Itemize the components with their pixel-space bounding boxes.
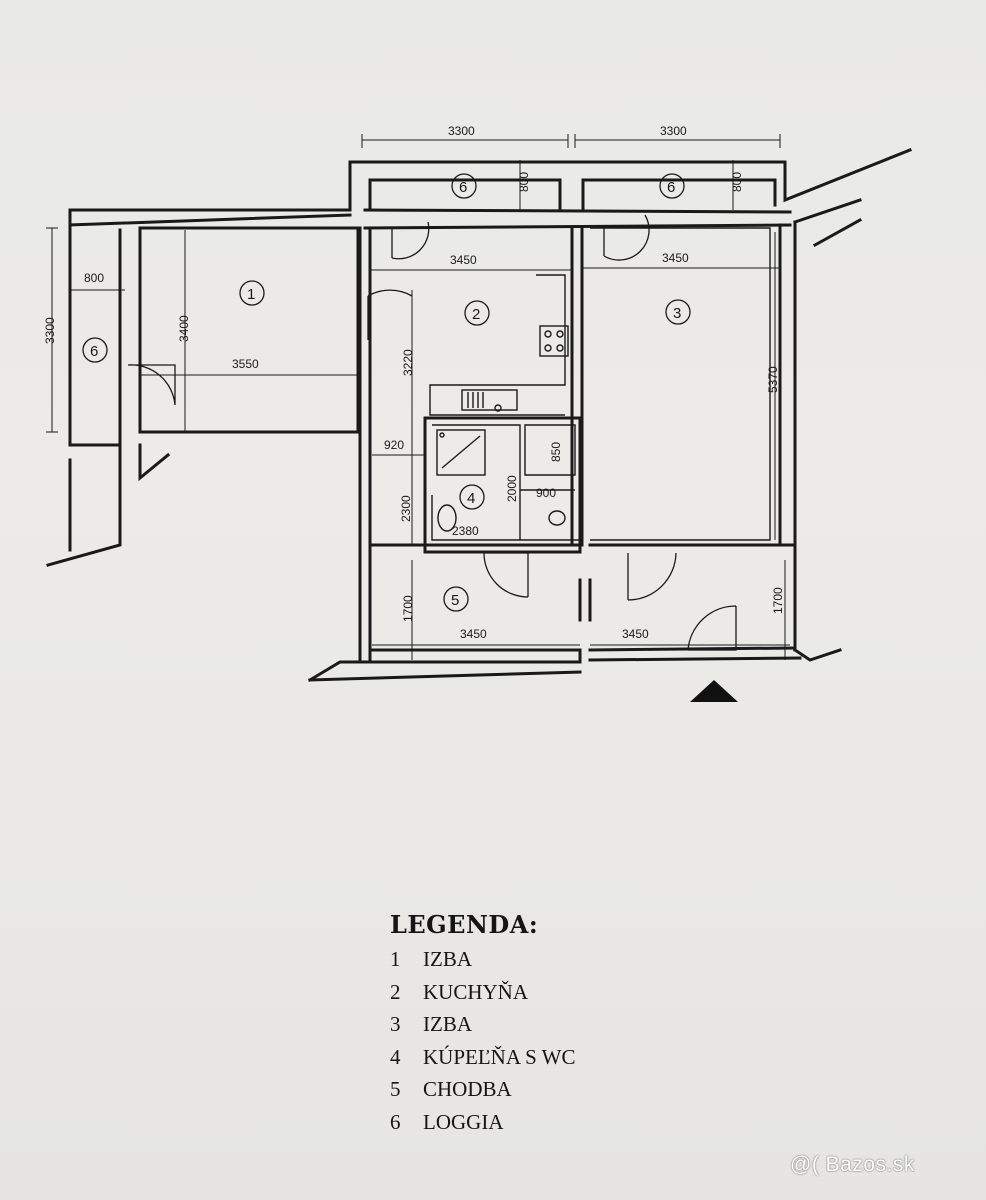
legend-title: LEGENDA: (390, 910, 539, 939)
dim-hall-width-right: 3450 (622, 627, 649, 641)
floor-plan: 3300 3300 800 800 3300 800 3400 3550 345… (43, 124, 912, 702)
legend-item: 4 KÚPEĽŇA S WC (390, 1041, 575, 1074)
legend-item-number: 1 (390, 947, 401, 971)
walls (46, 148, 912, 683)
legend-item: 1 IZBA (390, 943, 575, 976)
dim-room3-width: 3450 (662, 251, 689, 265)
legend: LEGENDA: 1 IZBA 2 KUCHYŇA 3 IZBA 4 KÚPEĽ… (390, 910, 575, 1138)
dim-kitchen-passage: 920 (384, 438, 404, 452)
dim-room2-width: 3450 (450, 253, 477, 267)
room-6a-number: 6 (459, 179, 467, 196)
room-3-number: 3 (673, 305, 681, 322)
dim-loggia-top-left: 800 (517, 172, 531, 192)
dim-top-right-width: 3300 (660, 124, 687, 138)
dim-left-total-height: 3300 (43, 317, 57, 344)
room-6c-number: 6 (90, 343, 98, 360)
doors (127, 214, 737, 651)
dim-bath-zone-height: 2300 (399, 495, 413, 522)
legend-item-label: IZBA (423, 1012, 472, 1036)
dim-room2-height: 3220 (401, 349, 415, 376)
dim-room1-width: 3550 (232, 357, 259, 371)
dim-loggia-left-width: 800 (84, 271, 104, 285)
legend-item-label: KUCHYŇA (423, 979, 528, 1004)
room-4-number: 4 (467, 490, 475, 507)
dim-bath-height: 2000 (505, 475, 519, 502)
dim-top-left-width: 3300 (448, 124, 475, 138)
legend-item: 2 KUCHYŇA (390, 976, 575, 1009)
dimension-lines (46, 134, 790, 660)
dim-wc-depth: 850 (549, 442, 563, 462)
watermark: @( Bazos.sk (790, 1153, 915, 1176)
legend-item-number: 2 (390, 979, 401, 1004)
legend-item-number: 5 (390, 1077, 401, 1101)
legend-item-number: 6 (390, 1109, 401, 1134)
dim-room3-height: 5370 (766, 366, 780, 393)
room-2-number: 2 (472, 306, 480, 323)
dimension-labels: 3300 3300 800 800 3300 800 3400 3550 345… (43, 124, 785, 641)
dim-hall-height-right: 1700 (771, 587, 785, 614)
entrance-arrow (690, 680, 738, 702)
legend-item-label: LOGGIA (423, 1109, 504, 1134)
legend-item: 6 LOGGIA (390, 1106, 575, 1139)
dim-bath-width: 2380 (452, 524, 479, 538)
legend-item-label: IZBA (423, 947, 472, 971)
legend-item-number: 4 (390, 1044, 401, 1069)
legend-item: 5 CHODBA (390, 1073, 575, 1106)
legend-item-label: CHODBA (423, 1077, 512, 1101)
room-6b-number: 6 (667, 179, 675, 196)
legend-item-number: 3 (390, 1012, 401, 1036)
legend-item-label: KÚPEĽŇA S WC (423, 1044, 576, 1069)
dim-bath-wc-width: 900 (536, 486, 556, 500)
legend-item: 3 IZBA (390, 1008, 575, 1041)
dim-loggia-top-right: 800 (730, 172, 744, 192)
room-5-number: 5 (451, 592, 459, 609)
room-1-number: 1 (247, 286, 255, 303)
dim-room1-height: 3400 (177, 315, 191, 342)
dim-hall-height-left: 1700 (401, 595, 415, 622)
dim-hall-width-left: 3450 (460, 627, 487, 641)
room-markers: 1 2 3 4 5 6 6 6 (82, 173, 691, 612)
